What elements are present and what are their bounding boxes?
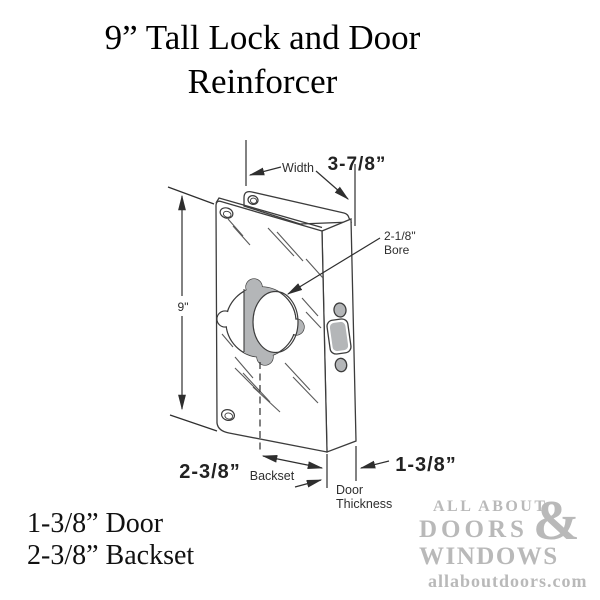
- logo-ampersand: &: [533, 490, 580, 552]
- bore-dimension-value: 2-1/8": [384, 229, 416, 243]
- door-thickness-label-line1: Door: [336, 483, 363, 497]
- bore-inner-circle: [252, 290, 299, 354]
- logo-doors: DOORS: [419, 516, 528, 543]
- door-thickness-value: 1-3/8”: [395, 454, 457, 476]
- bore-dimension-label: Bore: [384, 243, 410, 257]
- logo-windows: WINDOWS: [419, 543, 559, 570]
- backset-dimension: [259, 362, 328, 488]
- spec-backset-size: 2-3/8” Backset: [27, 540, 195, 572]
- logo-all-about: ALL ABOUT: [433, 498, 548, 515]
- back-flange: [243, 190, 353, 225]
- spec-door-size: 1-3/8” Door: [27, 508, 164, 539]
- surface-hatching: [221, 218, 324, 413]
- flange-screw-hole-inner: [250, 197, 258, 204]
- screw-hole-bottom: [220, 409, 236, 421]
- front-screw-holes: [219, 207, 236, 421]
- bore-leader-line: [286, 237, 381, 295]
- latch-screw-hole-top: [333, 302, 347, 318]
- spec-summary: 1-3/8” Door 2-3/8” Backset: [27, 508, 194, 573]
- width-dimension: [245, 140, 356, 226]
- latch-opening-fill: [329, 321, 349, 352]
- door-thickness-dimension: [355, 446, 390, 481]
- title-line-1: 9” Tall Lock and Door: [104, 18, 421, 57]
- latch-screw-hole-bottom: [334, 357, 348, 373]
- title-line-2: Reinforcer: [187, 62, 338, 102]
- logo-website: allaboutdoors.com: [428, 571, 588, 591]
- backset-dimension-value: 2-3/8”: [179, 461, 241, 483]
- page-title: 9” Tall Lock and Door Reinforcer: [0, 16, 525, 104]
- brand-watermark: ALL ABOUT DOORS & WINDOWS allaboutdoors.…: [419, 493, 593, 591]
- backset-dimension-label: Backset: [250, 469, 295, 483]
- door-thickness-label-line2: Thickness: [336, 497, 392, 511]
- screw-hole-bottom-inner: [224, 412, 234, 420]
- height-dimension-value: 9": [178, 300, 189, 314]
- width-dimension-label: Width: [282, 161, 314, 175]
- width-dimension-value: 3-7/8”: [328, 154, 387, 175]
- latch-area: [326, 302, 352, 373]
- screw-hole-top-inner: [222, 210, 232, 218]
- top-edge-sliver: [215, 197, 323, 229]
- height-dimension: [167, 186, 218, 432]
